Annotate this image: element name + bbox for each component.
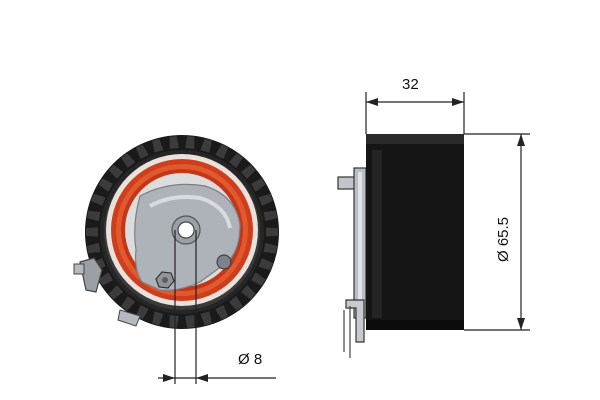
pulley-tooth (152, 311, 164, 326)
pulley-tooth (228, 153, 243, 168)
diameter-dimension: Ø 65.5 (464, 133, 530, 331)
pulley-tooth (185, 315, 195, 328)
pulley-tooth (265, 227, 278, 237)
pulley-tooth (200, 138, 212, 153)
pulley-tooth (258, 258, 273, 271)
pulley-tooth (98, 272, 114, 286)
pulley-tooth (152, 138, 164, 153)
width-label: 32 (402, 76, 419, 93)
pulley-tooth (169, 315, 179, 328)
pulley-side (366, 134, 464, 330)
pulley-tooth (258, 193, 273, 206)
pulley-tooth (250, 178, 266, 192)
pulley-tooth (240, 164, 256, 179)
pulley-tooth (240, 285, 256, 300)
bore-label: Ø 8 (238, 351, 262, 368)
pulley-tooth (121, 153, 136, 168)
pulley-tooth (87, 242, 101, 254)
pulley-tooth (263, 210, 277, 222)
pulley-tooth (91, 193, 106, 206)
pulley-tooth (135, 144, 149, 159)
pulley-tooth (169, 136, 179, 149)
mounting-tab (73, 257, 141, 327)
pulley-tooth (185, 136, 195, 149)
pulley-tooth (215, 305, 229, 320)
pulley-tooth (87, 210, 101, 222)
pulley-tooth (108, 285, 124, 300)
bracket (337, 167, 367, 358)
pulley-tooth (263, 242, 277, 254)
pulley-tooth (228, 296, 243, 311)
pulley-tooth (108, 164, 124, 179)
bore-dimension: Ø 8 (158, 230, 276, 384)
pulley-tooth (121, 296, 136, 311)
width-dimension: 32 (365, 76, 465, 134)
front-view: Ø 8 (73, 135, 279, 384)
adjuster-pin (216, 254, 232, 270)
side-view: 32 Ø 65.5 (337, 76, 530, 358)
pulley-tooth (86, 227, 99, 237)
pulley-tooth (250, 272, 266, 286)
pulley-tooth (98, 178, 114, 192)
pulley-tooth (215, 144, 229, 159)
diameter-label: Ø 65.5 (495, 217, 512, 262)
metal-plate (134, 183, 241, 291)
pulley-tooth (200, 311, 212, 326)
